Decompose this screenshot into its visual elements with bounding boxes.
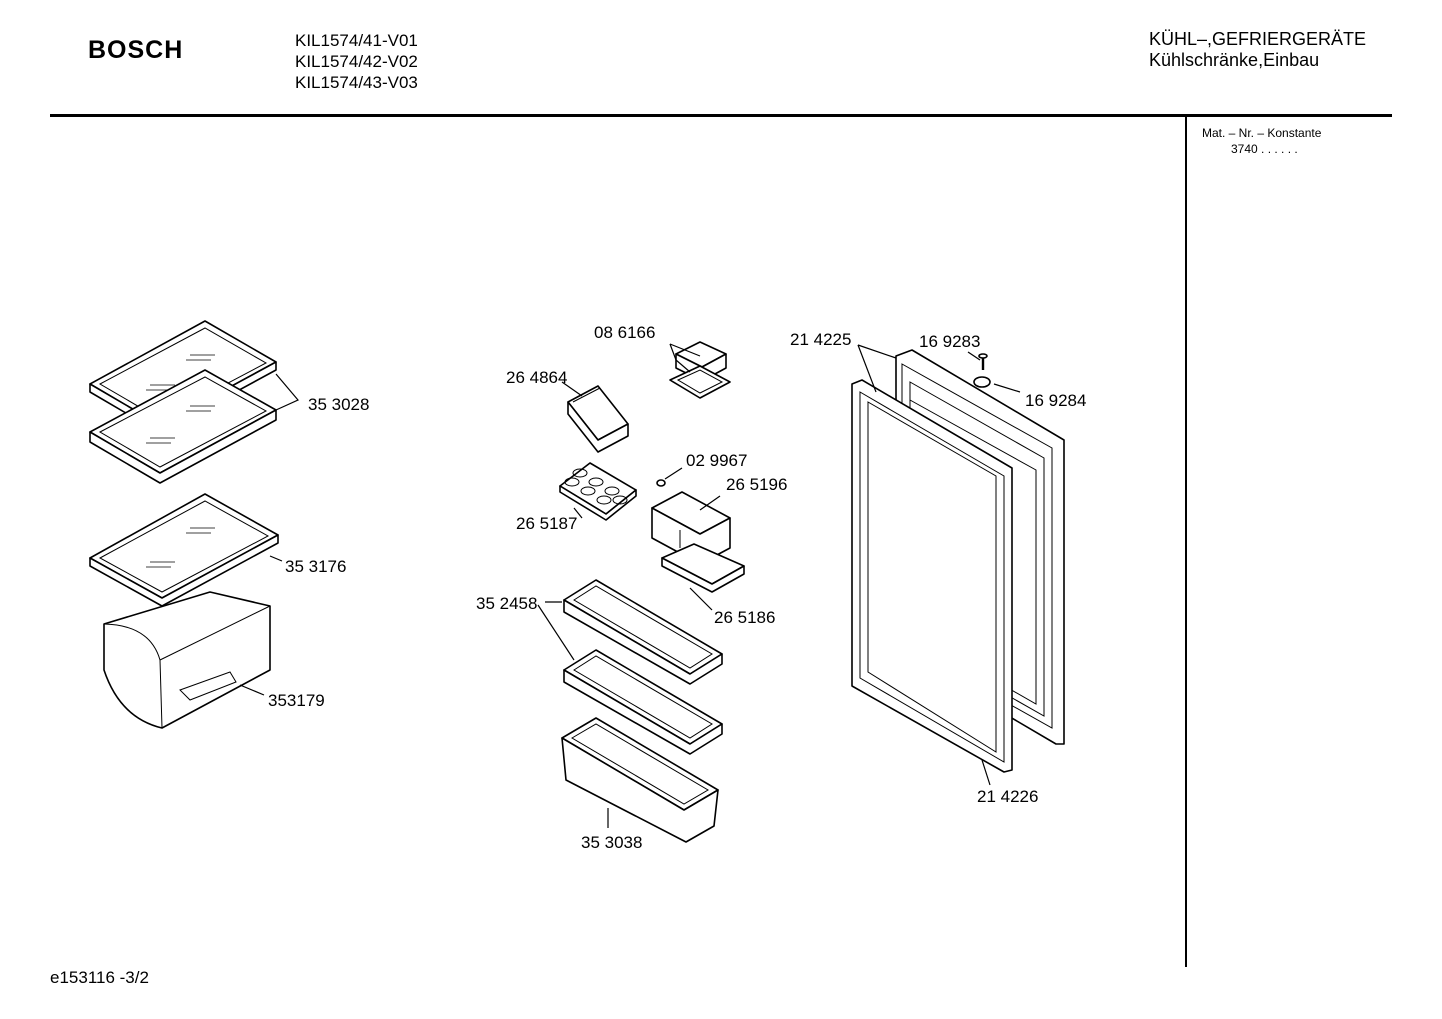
part-label: 26 5186 <box>714 608 775 627</box>
egg-tray <box>559 462 637 521</box>
door-shelf-middle <box>563 649 723 755</box>
part-label: 35 3028 <box>308 395 369 414</box>
model-list: KIL1574/41-V01 KIL1574/42-V02 KIL1574/43… <box>295 30 418 93</box>
part-label: 21 4226 <box>977 787 1038 806</box>
glass-shelf-lower <box>89 493 279 607</box>
part-label: 35 3176 <box>285 557 346 576</box>
part-label: 26 5187 <box>516 514 577 533</box>
material-number-title: Mat. – Nr. – Konstante <box>1202 126 1322 140</box>
door-gasket <box>851 379 1013 773</box>
material-number-panel: Mat. – Nr. – Konstante 3740 . . . . . . <box>1202 125 1321 157</box>
part-label: 26 4864 <box>506 368 567 387</box>
leader-lines <box>239 343 1021 828</box>
part-label: 35 2458 <box>476 594 537 613</box>
part-label: 353179 <box>268 691 325 710</box>
small-door-bin <box>567 385 629 453</box>
category-line: Kühlschränke,Einbau <box>1149 50 1320 70</box>
part-label: 16 9284 <box>1025 391 1086 410</box>
door-shelf-upper <box>563 579 723 685</box>
category-heading: KÜHL–,GEFRIERGERÄTE Kühlschränke,Einbau <box>1149 29 1366 71</box>
category-line: KÜHL–,GEFRIERGERÄTE <box>1149 29 1367 49</box>
part-label: 26 5196 <box>726 475 787 494</box>
part-label: 16 9283 <box>919 332 980 351</box>
model-number: KIL1574/42-V02 <box>295 52 418 71</box>
model-number: KIL1574/43-V03 <box>295 73 418 92</box>
screw-small <box>656 479 666 487</box>
part-labels: 35 3028 35 3176 353179 08 6166 26 4864 0… <box>268 323 1086 852</box>
header-divider <box>50 114 1392 117</box>
document-id: e153116 -3/2 <box>50 968 149 987</box>
dairy-compartment <box>651 491 745 593</box>
part-label: 02 9967 <box>686 451 747 470</box>
door-hinge-pin <box>973 353 991 388</box>
part-label: 21 4225 <box>790 330 851 349</box>
part-label: 35 3038 <box>581 833 642 852</box>
door-shelf-bottle <box>561 717 719 843</box>
butter-dish-lid <box>669 341 731 399</box>
side-divider <box>1185 117 1187 967</box>
brand-logo: BOSCH <box>88 36 184 64</box>
crisper-drawer <box>103 591 271 729</box>
part-label: 08 6166 <box>594 323 655 342</box>
material-number-value: 3740 . . . . . . <box>1231 142 1298 156</box>
model-number: KIL1574/41-V01 <box>295 31 418 50</box>
